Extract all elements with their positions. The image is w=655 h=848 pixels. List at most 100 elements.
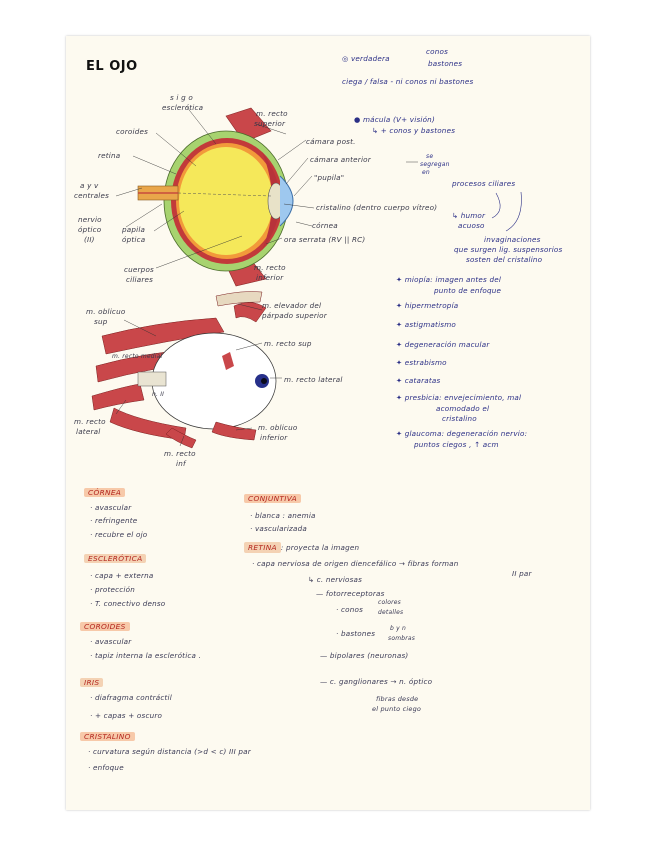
retina-heading-row: RETINA: proyecta la imagen [244, 542, 359, 553]
vitreous-body [179, 147, 273, 255]
label-par2: (II) [84, 235, 95, 244]
label-recto-sup: m. recto sup [264, 339, 312, 348]
note-line: · diafragma contráctil [90, 693, 172, 702]
pathology-item: ✦ miopía: imagen antes del [396, 275, 502, 284]
note-line: b y n [390, 625, 406, 632]
note-line: · refringente [90, 516, 138, 525]
label-cristalino: cristalino (dentro cuerpo vítreo) [316, 203, 438, 212]
note-line: · capa nerviosa de origen diencefálico →… [252, 559, 459, 568]
label-m-recto-sup-2: superior [254, 119, 286, 128]
label-invag-1: invaginaciones [484, 235, 541, 244]
label-oblicuo-inf-2: inferior [260, 433, 288, 442]
note-line: ↳ c. nerviosas [308, 575, 363, 584]
note-line: el punto ciego [372, 705, 422, 713]
note-line: — fotorreceptoras [316, 589, 385, 598]
pathology-item-cont: punto de enfoque [434, 286, 502, 295]
pathology-item: ✦ astigmatismo [396, 320, 457, 329]
heading-retina: RETINA [244, 542, 281, 553]
label-acuoso: acuoso [458, 221, 485, 230]
label-camara-post: cámara post. [306, 137, 356, 146]
note-line: — c. ganglionares → n. óptico [320, 677, 433, 686]
label-en: en [422, 169, 430, 176]
label-optica: óptica [122, 235, 146, 244]
label-ora-serrata: ora serrata (RV || RC) [284, 235, 366, 244]
label-oblicuo-sup-1: m. oblicuo [86, 307, 126, 316]
notebook-page: EL OJO ◎ verdadera conos bastones ciega … [66, 36, 590, 810]
label-papila: papila [122, 225, 146, 234]
note-line: · conos [336, 605, 364, 614]
note-line: · T. conectivo denso [90, 599, 166, 608]
label-recto-lat-left-1: m. recto [74, 417, 106, 426]
note-line: · protección [90, 585, 135, 594]
label-optico: óptico [78, 225, 102, 234]
label-esclerotica: esclerótica [162, 103, 204, 112]
macula-note: ● mácula (V+ visión) [354, 115, 435, 124]
note-line: · vascularizada [250, 524, 307, 533]
page-title: EL OJO [86, 59, 138, 74]
pathology-item: ✦ presbicia: envejecimiento, mal [396, 393, 522, 402]
heading-conjuntiva: CONJUNTIVA [244, 494, 301, 504]
ciliary-body [262, 152, 280, 250]
note-line: · avascular [90, 637, 132, 646]
pathology-item-cont: puntos ciegos , ↑ acm [414, 440, 499, 449]
pathology-item-cont2: cristalino [442, 414, 477, 423]
heading-cornea: CÓRNEA [84, 488, 126, 498]
bastones-option: bastones [428, 59, 463, 68]
cornea [279, 175, 294, 227]
label-recto-inf-1: m. recto [164, 449, 196, 458]
note-line: sombras [388, 635, 416, 642]
note-line: · tapiz interna la esclerótica . [90, 651, 202, 660]
note-line: · curvatura según distancia (>d < c) III… [88, 747, 251, 756]
bullet-icon: ◎ [342, 54, 351, 63]
label-humor: ↳ humor [452, 211, 486, 220]
label-m-recto-sup-1: m. recto [256, 109, 288, 118]
note-line: — bipolares (neuronas) [320, 651, 409, 660]
blind-spot-note: ciega / falsa - ni conos ni bastones [342, 77, 474, 86]
label-segregan: segregan [420, 161, 450, 168]
note-line: fibras desde [376, 695, 419, 703]
note-line: · recubre el ojo [90, 530, 148, 539]
macula-sub-note: ↳ + conos y bastones [372, 126, 456, 135]
note-line: · enfoque [88, 763, 124, 772]
label-oblicuo-inf-1: m. oblicuo [258, 423, 298, 432]
pathology-item-cont: acomodado el [436, 404, 490, 413]
label-oblicuo-sup-2: sup [94, 317, 108, 326]
label-elevador-1: m. elevador del [262, 301, 322, 310]
heading-cristalino: CRISTALINO [80, 732, 135, 742]
label-elevador-2: párpado superior [262, 311, 327, 320]
label-sig-esclerotica: s i g o [170, 93, 193, 102]
label-coroides: coroides [116, 127, 149, 136]
note-line: II par [512, 569, 532, 578]
eye-type-note: ◎ verdadera [342, 54, 390, 63]
label-cuerpos: cuerpos [124, 265, 154, 274]
heading-esclerotica: ESCLERÓTICA [84, 554, 147, 564]
pathology-item: ✦ estrabismo [396, 358, 447, 367]
label-recto-inf-2: inf [176, 459, 186, 468]
label-m-recto-inf-1: m. recto [254, 263, 286, 272]
label-m-recto-inf-2: inferior [256, 273, 284, 282]
label-invag-3: sosten del cristalino [466, 255, 543, 264]
label-retina: retina [98, 151, 121, 160]
label-se: se [426, 153, 434, 160]
eye-diagrams [91, 105, 522, 449]
pathology-item: ✦ glaucoma: degeneración nervio: [396, 429, 528, 438]
label-pupila: "pupila" [314, 173, 345, 182]
pathology-item: ✦ degeneración macular [396, 340, 490, 349]
extraocular-muscles [91, 291, 277, 449]
heading-iris: IRIS [80, 678, 104, 688]
note-line: · bastones [336, 629, 376, 638]
label-recto-medial: m. recto medial [112, 353, 163, 360]
pathology-item: ✦ hipermetropía [396, 301, 459, 310]
label-cornea: córnea [312, 221, 338, 230]
label-procesos-ciliares: procesos ciliares [452, 179, 516, 188]
label-invag-2: que surgen lig. suspensorios [454, 245, 563, 254]
label-centrales: centrales [74, 191, 110, 200]
label-ayv: a y v [80, 181, 99, 190]
label-recto-lat-left-2: lateral [76, 427, 101, 436]
conos-option: conos [426, 47, 449, 56]
note-line: · avascular [90, 503, 132, 512]
note-line: colores [378, 599, 401, 606]
note-line: · capa + externa [90, 571, 154, 580]
pathology-item: ✦ cataratas [396, 376, 441, 385]
label-n2: n. II [152, 391, 165, 398]
